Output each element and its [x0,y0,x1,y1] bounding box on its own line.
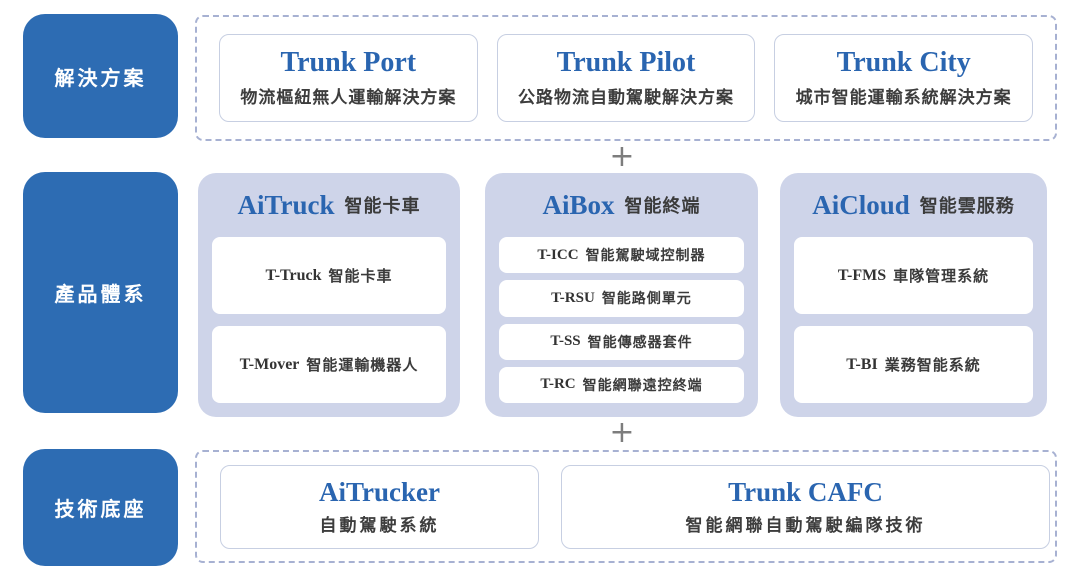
product-item-t-mover: T-Mover 智能運輸機器人 [212,326,446,403]
product-label: 智能傳感器套件 [587,333,693,350]
product-label: 車隊管理系統 [893,268,990,285]
solution-card-trunk-pilot: Trunk Pilot 公路物流自動駕駛解決方案 [496,34,756,122]
product-label: 智能路側單元 [601,290,692,307]
panel-name-suffix: 智能雲服務 [919,196,1015,216]
panel-name: AiCloud [812,189,910,220]
solution-title: Trunk Pilot [556,47,696,79]
product-panel-aicloud: AiCloud 智能雲服務 T-FMS 車隊管理系統 T-BI 業務智能系統 [780,173,1047,417]
product-code: T-BI [846,355,878,373]
row-label-solutions-text: 解決方案 [54,67,147,90]
solution-title: Trunk Port [280,47,417,79]
panel-name: AiBox [542,189,615,220]
product-item-t-icc: T-ICC 智能駕駛域控制器 [499,237,744,274]
product-label: 智能運輸機器人 [306,357,419,374]
product-code: T-Mover [239,355,300,373]
product-item-t-bi: T-BI 業務智能系統 [794,326,1033,403]
product-label: 業務智能系統 [884,357,981,374]
row-label-products-text: 產品體系 [54,284,147,306]
panel-name-suffix: 智能終端 [624,196,701,216]
solution-subtitle: 物流樞紐無人運輸解決方案 [240,87,457,107]
panel-body: T-Truck 智能卡車 T-Mover 智能運輸機器人 [212,237,446,403]
product-item-t-fms: T-FMS 車隊管理系統 [794,237,1033,314]
panel-name-suffix: 智能卡車 [344,196,421,216]
panel-header: AiCloud 智能雲服務 [794,173,1033,237]
product-code: T-RC [540,376,576,393]
technology-subtitle: 智能網聯自動駕駛編隊技術 [685,515,926,535]
product-panel-aibox: AiBox 智能終端 T-ICC 智能駕駛域控制器 T-RSU 智能路側單元 T… [485,173,758,417]
product-code: T-FMS [837,266,887,284]
solution-subtitle: 城市智能運輸系統解決方案 [795,87,1012,107]
product-item-t-truck: T-Truck 智能卡車 [212,237,446,314]
product-item-t-rsu: T-RSU 智能路側單元 [499,280,744,317]
product-item-t-ss: T-SS 智能傳感器套件 [499,323,744,360]
row-label-technology-text: 技術底座 [54,499,147,521]
panel-header: AiTruck 智能卡車 [212,173,446,237]
product-code: T-Truck [265,266,322,284]
technology-card-trunk-cafc: Trunk CAFC 智能網聯自動駕駛編隊技術 [561,465,1050,549]
technology-title: AiTrucker [319,477,440,508]
solution-title: Trunk City [836,47,971,79]
product-label: 智能卡車 [328,268,393,285]
solution-card-trunk-city: Trunk City 城市智能運輸系統解決方案 [774,34,1034,122]
row-label-solutions: 解決方案 [23,14,178,138]
product-label: 智能駕駛域控制器 [585,247,706,264]
solution-card-trunk-port: Trunk Port 物流樞紐無人運輸解決方案 [219,34,478,122]
product-panel-aitruck: AiTruck 智能卡車 T-Truck 智能卡車 T-Mover 智能運輸機器… [198,173,460,417]
technology-subtitle: 自動駕駛系統 [319,515,440,535]
row-label-products: 產品體系 [23,172,178,413]
product-label: 智能網聯遠控終端 [582,376,703,393]
product-code: T-SS [550,333,581,350]
technology-title: Trunk CAFC [728,477,883,508]
panel-body: T-ICC 智能駕駛域控制器 T-RSU 智能路側單元 T-SS 智能傳感器套件… [499,237,744,403]
product-code: T-ICC [537,246,579,263]
product-code: T-RSU [551,289,595,306]
plus-connector-icon: + [609,139,635,174]
technology-container: AiTrucker 自動駕駛系統 Trunk CAFC 智能網聯自動駕駛編隊技術 [195,450,1057,563]
solution-subtitle: 公路物流自動駕駛解決方案 [518,87,734,107]
technology-card-aitrucker: AiTrucker 自動駕駛系統 [220,465,539,549]
panel-header: AiBox 智能終端 [499,173,744,237]
solutions-container: Trunk Port 物流樞紐無人運輸解決方案 Trunk Pilot 公路物流… [195,15,1057,141]
row-label-technology: 技術底座 [23,449,178,566]
product-item-t-rc: T-RC 智能網聯遠控終端 [499,366,744,403]
plus-connector-icon: + [609,415,635,450]
panel-name: AiTruck [237,189,335,220]
panel-body: T-FMS 車隊管理系統 T-BI 業務智能系統 [794,237,1033,403]
